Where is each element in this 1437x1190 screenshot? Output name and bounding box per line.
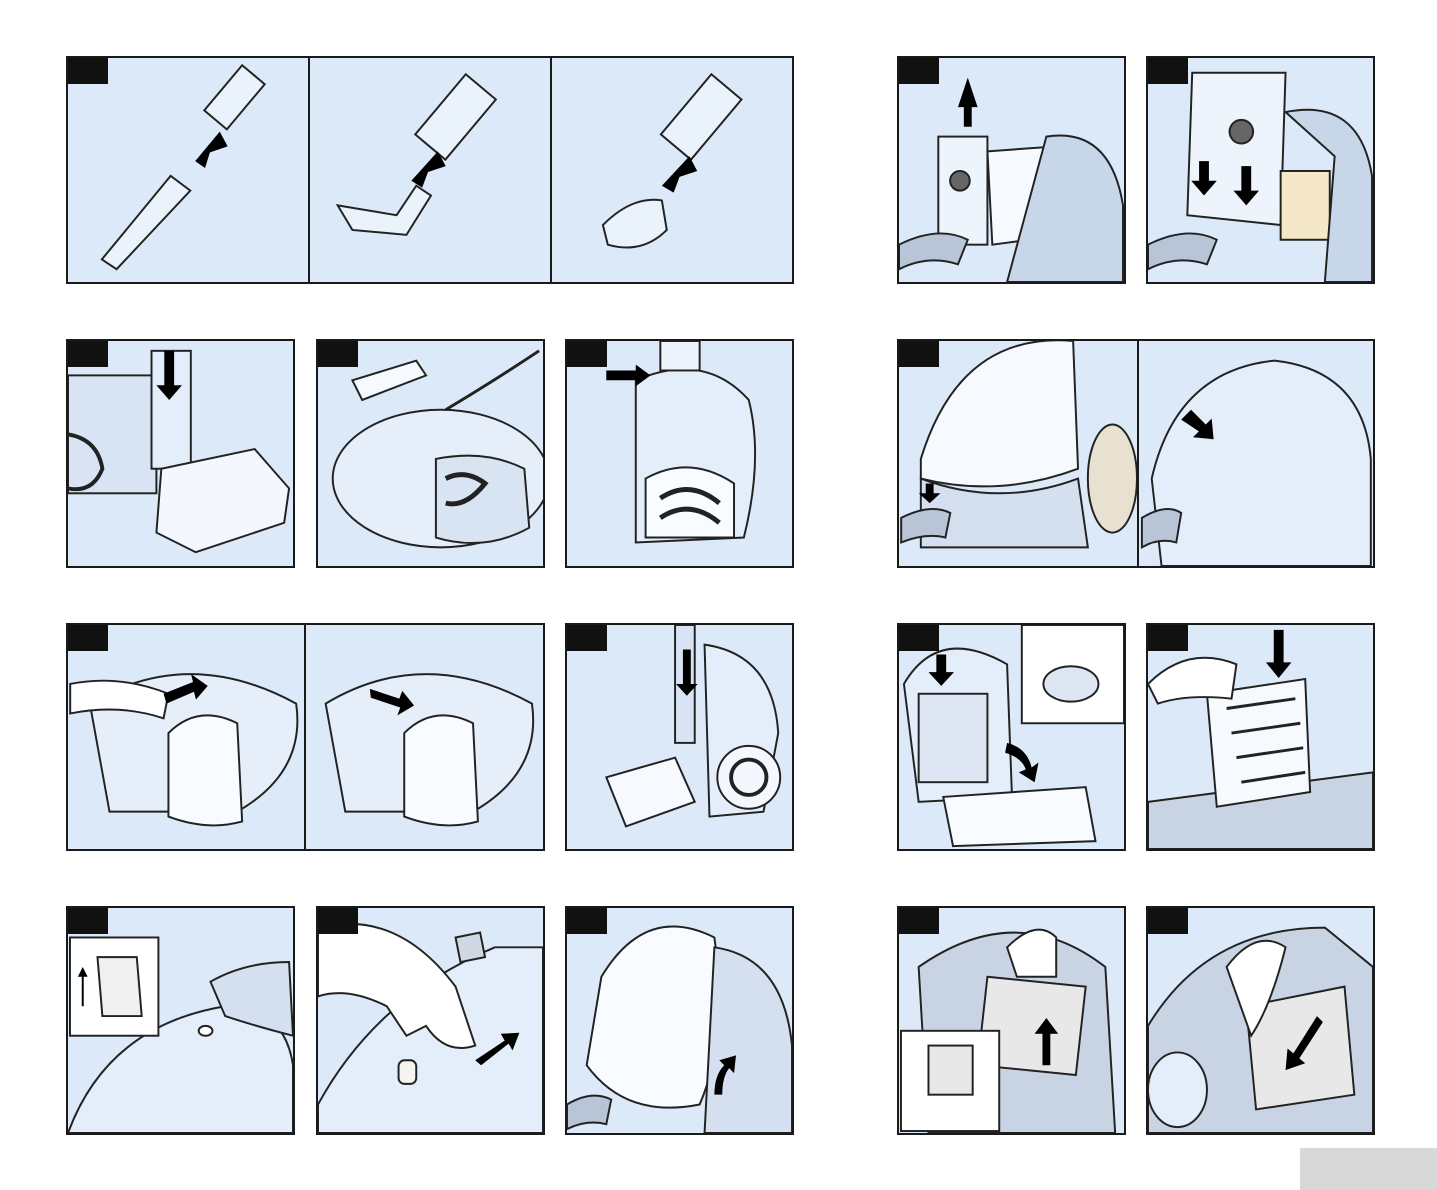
panel-carry-handle bbox=[565, 339, 794, 568]
step-tag bbox=[567, 341, 607, 367]
hose-connect-icon bbox=[604, 625, 782, 828]
bag-removal-icon bbox=[1148, 71, 1373, 282]
panel-divider bbox=[304, 625, 306, 849]
step-tag bbox=[68, 625, 108, 651]
step-tag bbox=[899, 58, 939, 84]
filter-replace-icon bbox=[69, 673, 535, 827]
panel-park-tube bbox=[66, 339, 295, 568]
panel-bag-indicator bbox=[66, 906, 295, 1135]
step-tag bbox=[1148, 58, 1188, 84]
step-tag bbox=[68, 341, 108, 367]
panel-attach-nozzles bbox=[66, 56, 794, 284]
bag-removal-icon bbox=[900, 341, 1372, 566]
step-tag bbox=[1148, 625, 1188, 651]
panel-unplug-cord bbox=[316, 906, 545, 1135]
panel-open-bag bbox=[897, 56, 1126, 284]
bag-removal-icon bbox=[68, 936, 293, 1133]
power-cord-icon bbox=[318, 922, 543, 1133]
filter-replace-icon bbox=[902, 625, 1124, 848]
step-tag bbox=[899, 908, 939, 934]
page-number-tab bbox=[1300, 1148, 1437, 1190]
step-tag bbox=[567, 908, 607, 934]
panel-insert-filter bbox=[1146, 623, 1375, 851]
panel-divider bbox=[550, 58, 552, 282]
panel-close-cover bbox=[897, 339, 1375, 568]
power-cord-icon bbox=[331, 349, 543, 549]
nozzle-attach-icon bbox=[100, 63, 743, 271]
filter-replace-icon bbox=[899, 928, 1117, 1133]
bag-removal-icon bbox=[899, 77, 1124, 282]
panel-cord-release bbox=[316, 339, 545, 568]
panel-lift-cover bbox=[565, 906, 794, 1135]
panel-insert-bag bbox=[1146, 56, 1375, 284]
step-tag bbox=[68, 908, 108, 934]
panel-divider bbox=[308, 58, 310, 282]
panel-filter-release bbox=[66, 623, 545, 851]
step-tag bbox=[68, 58, 108, 84]
panel-remove-motor-filter bbox=[897, 906, 1126, 1135]
panel-storage-position bbox=[565, 623, 794, 851]
step-tag bbox=[567, 625, 607, 651]
panel-divider bbox=[1137, 341, 1139, 566]
hose-connect-icon bbox=[68, 349, 291, 554]
step-tag bbox=[899, 625, 939, 651]
filter-replace-icon bbox=[1148, 926, 1373, 1133]
panel-open-filter-cover bbox=[897, 623, 1126, 851]
step-tag bbox=[318, 341, 358, 367]
step-tag bbox=[899, 341, 939, 367]
hose-connect-icon bbox=[606, 341, 757, 544]
panel-replace-motor-filter bbox=[1146, 906, 1375, 1135]
step-tag bbox=[318, 908, 358, 934]
filter-replace-icon bbox=[1148, 629, 1373, 849]
bag-removal-icon bbox=[567, 925, 792, 1133]
step-tag bbox=[1148, 908, 1188, 934]
